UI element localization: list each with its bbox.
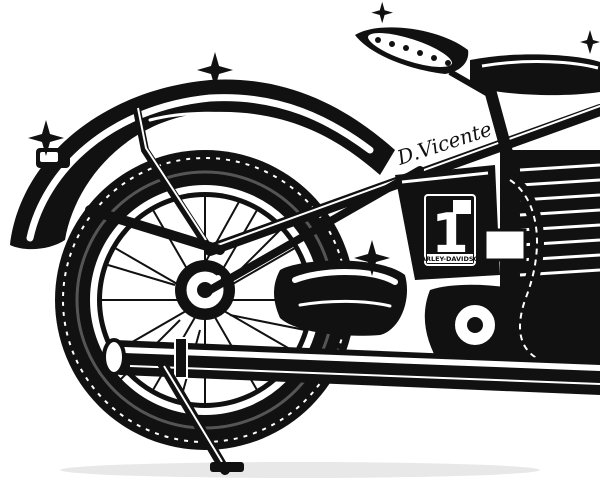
exhaust-pipe-shine — [122, 347, 600, 371]
ground-shadow — [60, 462, 540, 478]
sparkle-icon — [197, 52, 233, 88]
fender-strut-shine — [137, 107, 207, 241]
pillion-studs — [375, 37, 451, 66]
kickstand-shine — [163, 365, 223, 463]
engine — [424, 150, 600, 370]
toolbox-body — [274, 260, 408, 336]
tail-light-lens — [40, 152, 58, 162]
exhaust — [102, 337, 600, 395]
sparkle-icon — [371, 1, 393, 24]
fender-highlight-2 — [148, 111, 267, 122]
pillion-spring — [448, 69, 492, 98]
sparkle-icon — [566, 298, 598, 330]
sparkles — [28, 1, 600, 330]
toolbox-shine — [292, 269, 398, 285]
crankcase-cover-center — [467, 317, 483, 333]
oil-line-shine — [509, 179, 541, 361]
frame-lower-rail — [85, 205, 225, 255]
kickstand — [155, 355, 244, 475]
tank-logo-banner — [427, 254, 473, 263]
exhaust-tip — [102, 338, 126, 376]
fender-body — [10, 79, 395, 250]
toolbox — [274, 260, 408, 336]
frame-diagonal — [206, 166, 424, 294]
sparkle-icon — [580, 30, 600, 54]
fender-strut — [131, 99, 214, 253]
oil-tank-shine — [401, 171, 489, 184]
tank-logo-stars — [453, 200, 471, 214]
fender-highlight — [26, 94, 374, 242]
saddle-shine — [481, 60, 599, 70]
carburetor — [483, 228, 527, 262]
sparkle-icon — [28, 120, 64, 156]
saddle — [355, 27, 600, 98]
oil-tank: 1 HARLEY-DAVIDSON — [395, 165, 500, 280]
tank-logo: 1 HARLEY-DAVIDSON — [416, 194, 485, 266]
exhaust-clamp — [174, 337, 188, 379]
tail-light — [36, 148, 70, 168]
hub-bolt — [215, 275, 221, 281]
exhaust-pipe-shine-2 — [129, 365, 600, 385]
tank-logo-brand: HARLEY-DAVIDSON — [416, 255, 485, 263]
kickstand-foot — [210, 462, 244, 472]
sparkle-icon — [354, 240, 390, 276]
toolbox-shine-2 — [298, 299, 392, 308]
rear-fender — [10, 79, 395, 253]
